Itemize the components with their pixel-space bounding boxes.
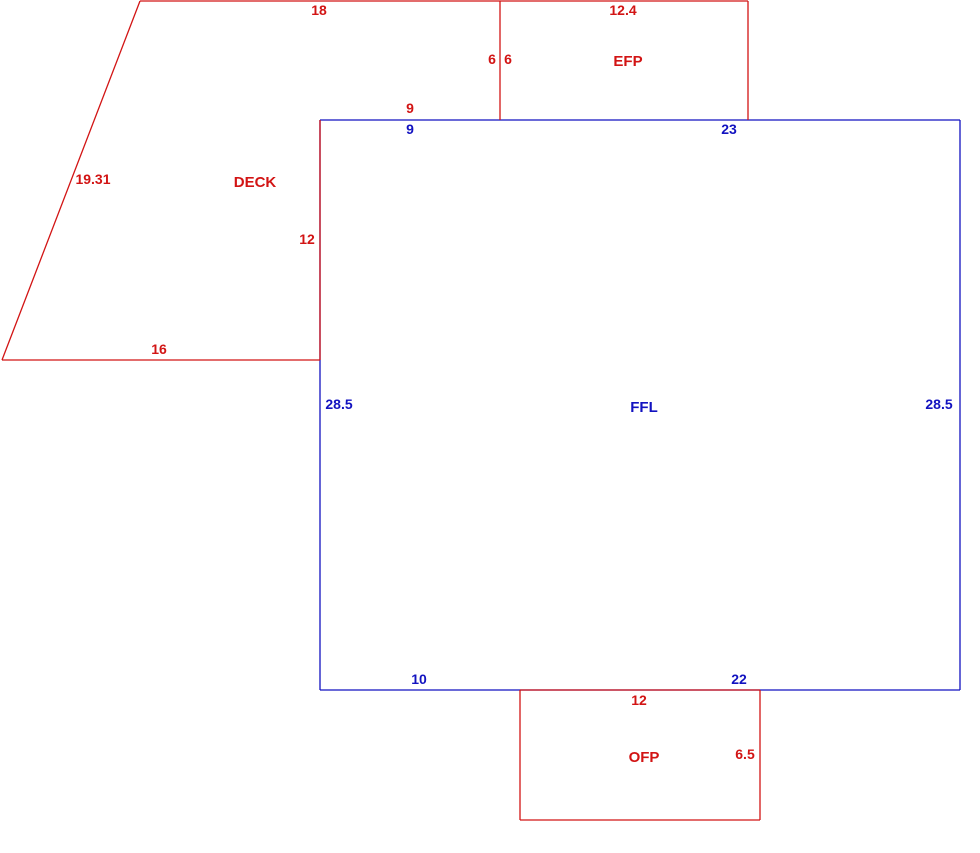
- ffl-dim-top-right: 23: [721, 121, 737, 137]
- deck-dim-slant: 19.31: [75, 171, 110, 187]
- ffl-area-label: FFL: [630, 399, 658, 416]
- ofp-dim-right: 6.5: [735, 746, 755, 762]
- ofp-area: OFP 12 6.5: [519, 689, 761, 821]
- deck-dim-bottom: 16: [151, 341, 167, 357]
- deck-dim-offset: 9: [406, 100, 414, 116]
- ffl-dim-right: 28.5: [925, 396, 952, 412]
- ffl-area: FFL 9 23 28.5 28.5 10 22: [319, 119, 961, 691]
- deck-dim-top: 18: [311, 2, 327, 18]
- efp-dim-side-b: 6: [504, 51, 512, 67]
- ffl-dim-bottom-right: 22: [731, 671, 747, 687]
- efp-dim-side-a: 6: [488, 51, 496, 67]
- ffl-dim-bottom-left: 10: [411, 671, 427, 687]
- deck-slant-edge: [1, 0, 141, 361]
- efp-area-label: EFP: [613, 53, 642, 70]
- deck-dim-right: 12: [299, 231, 315, 247]
- efp-area: EFP 12.4 6 6: [488, 0, 749, 120]
- ofp-dim-top: 12: [631, 692, 647, 708]
- deck-area: DECK 18 19.31 16 12 9: [1, 0, 501, 361]
- efp-dim-top: 12.4: [609, 2, 636, 18]
- ofp-area-label: OFP: [629, 749, 660, 766]
- ffl-dim-left: 28.5: [325, 396, 352, 412]
- ffl-dim-top-left: 9: [406, 121, 414, 137]
- deck-area-label: DECK: [234, 174, 277, 191]
